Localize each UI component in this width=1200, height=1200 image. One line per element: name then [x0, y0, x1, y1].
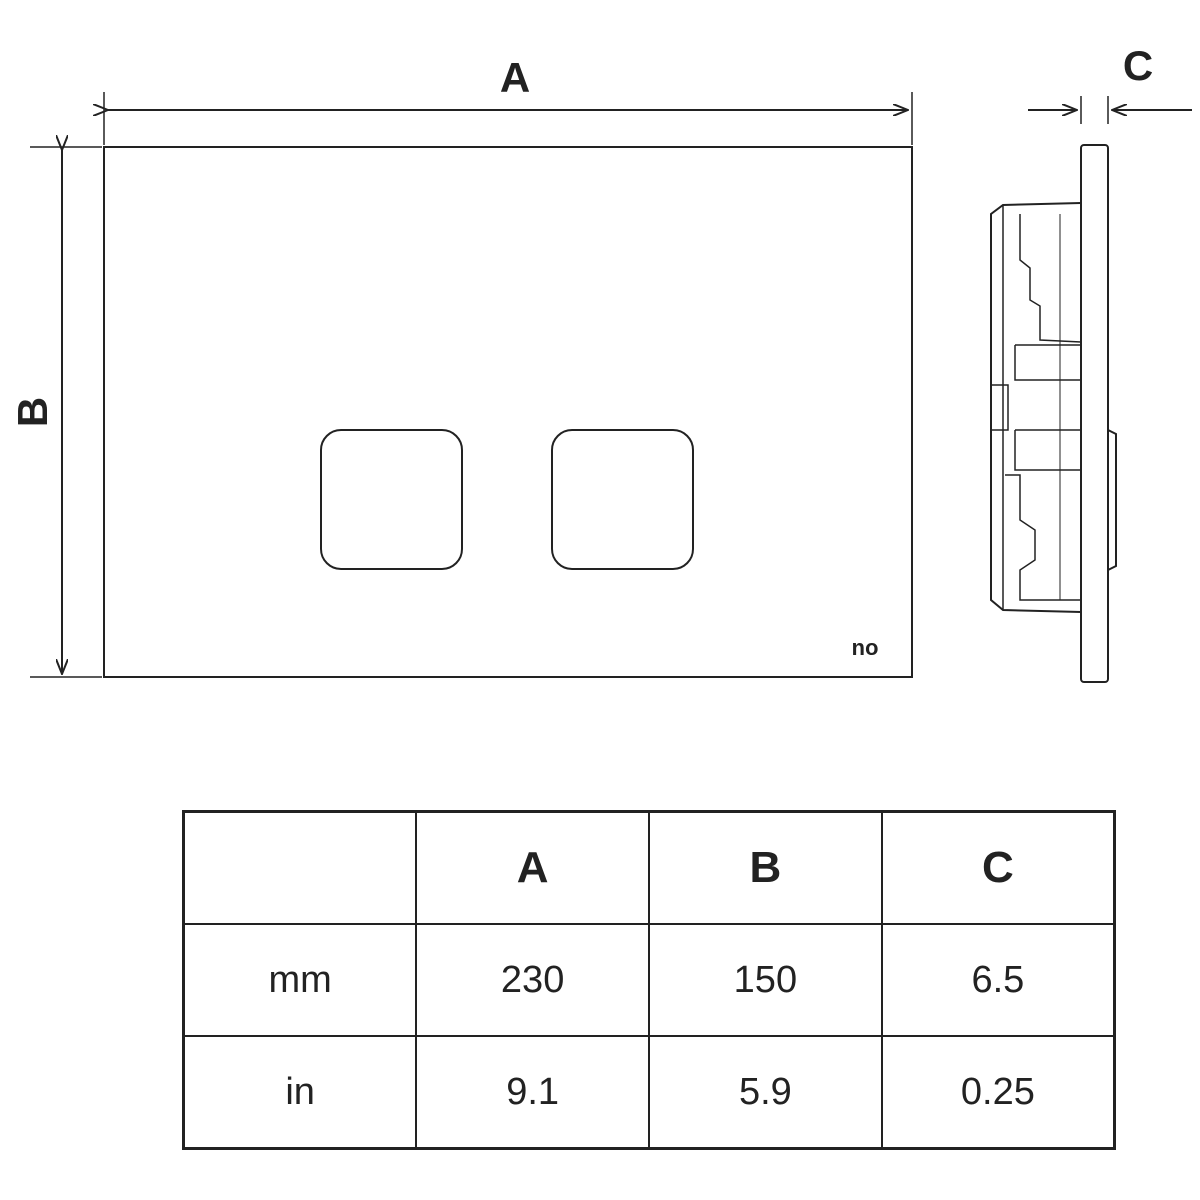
table-header-row: A B C [182, 810, 1116, 925]
dimensions-table: A B C mm 230 150 6.5 in 9.1 5.9 0.25 [182, 810, 1116, 1150]
value-c-cell: 6.5 [880, 923, 1116, 1037]
dimension-c: C [1028, 42, 1192, 124]
table-row-in: in 9.1 5.9 0.25 [182, 1035, 1116, 1150]
flush-button-right [551, 429, 694, 570]
value-b-cell: 5.9 [648, 1035, 883, 1150]
frame-detail-mid-lower [1014, 429, 1081, 471]
header-blank [182, 810, 418, 925]
value-a-cell: 9.1 [415, 1035, 650, 1150]
side-view [990, 144, 1117, 683]
plate-outline [103, 146, 913, 678]
dimension-b: B [9, 147, 102, 678]
value-b-cell: 150 [648, 923, 883, 1037]
button-protrusion [1107, 429, 1117, 571]
table-row-mm: mm 230 150 6.5 [182, 923, 1116, 1037]
front-view: ou [103, 146, 913, 678]
brand-logo: ou [852, 638, 879, 663]
unit-cell: in [182, 1035, 418, 1150]
header-b: B [648, 810, 883, 925]
dimension-label-c: C [1123, 42, 1153, 89]
frame-detail-lower [1005, 474, 1081, 601]
dimension-label-b: B [9, 397, 56, 427]
frame-clip [991, 384, 1009, 431]
value-c-cell: 0.25 [880, 1035, 1116, 1150]
frame-detail-mid-upper [1014, 344, 1081, 381]
technical-drawing: A B ou C [9, 42, 1192, 683]
frame-detail-upper [1019, 214, 1082, 343]
value-a-cell: 230 [415, 923, 650, 1037]
unit-cell: mm [182, 923, 418, 1037]
header-a: A [415, 810, 650, 925]
dimension-a: A [104, 54, 913, 145]
flush-button-left [320, 429, 463, 570]
frame-body [990, 202, 1082, 613]
dimension-label-a: A [500, 54, 530, 101]
plate-side-profile [1080, 144, 1109, 683]
header-c: C [880, 810, 1116, 925]
